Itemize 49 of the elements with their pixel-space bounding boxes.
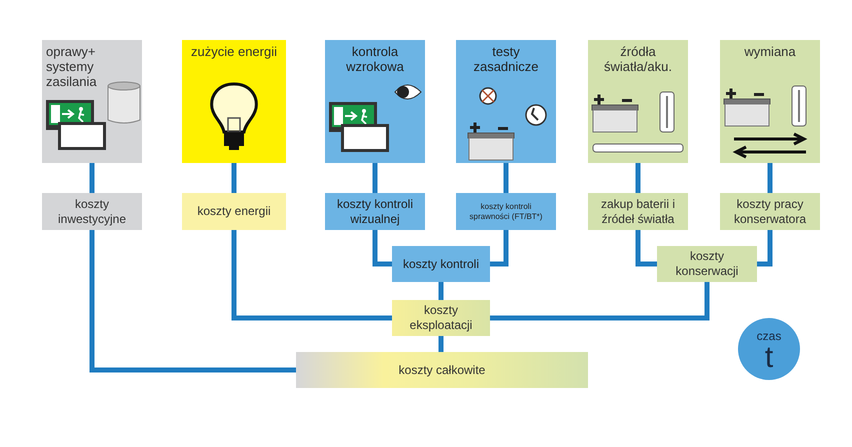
time-label: czas [756,329,782,343]
cost-label: koszty kontroli [402,256,480,272]
connector-line [768,163,772,193]
cost-label: koszty inwestycyjne [56,196,128,226]
category-title: wymiana [744,44,796,59]
cost-box [588,193,688,230]
connector-line [504,163,508,193]
cost-label: koszty całkowite [398,362,486,378]
category-panel [325,40,425,163]
cost-box [456,193,556,230]
cost-box [325,193,425,230]
connector-line [490,230,508,266]
cost-label: koszty pracy konserwatora [732,196,808,226]
connector-line [636,230,657,266]
category-title: zużycie energii [191,44,277,59]
cost-box [657,246,757,282]
cost-box [296,352,588,388]
connector-line [232,230,392,320]
category-panel [42,40,142,163]
connector-line [636,163,640,193]
connector-line [438,282,444,300]
cost-box [182,193,286,230]
category-title: kontrola wzrokowa [345,44,405,74]
connector-line [757,230,772,266]
connector-line [490,282,710,320]
category-panel [588,40,688,163]
time-symbol: t [764,343,774,373]
connector-line [90,163,94,193]
cost-label: zakup baterii i źródeł światła [600,196,676,226]
cost-box [720,193,820,230]
category-panel [720,40,820,163]
category-title: oprawy+ systemy zasilania [46,44,98,89]
cost-label: koszty energii [197,204,271,219]
cost-box [392,300,490,336]
category-panel [182,40,286,163]
cost-label: koszty kontroli sprawności (FT/BT*) [468,202,544,222]
connector-line [232,163,236,193]
connector-line [438,336,444,352]
connector-line [372,163,378,193]
cost-label: koszty kontroli wizualnej [336,196,414,226]
connector-line [90,230,296,372]
cost-label: koszty konserwacji [674,249,740,279]
category-title: źródła światła/aku. [603,44,673,74]
connector-line [372,230,392,266]
category-panel [456,40,556,163]
cost-label: koszty eksploatacji [408,303,474,333]
cost-box [392,246,490,282]
category-title: testy zasadnicze [472,44,540,74]
cost-box [42,193,142,230]
